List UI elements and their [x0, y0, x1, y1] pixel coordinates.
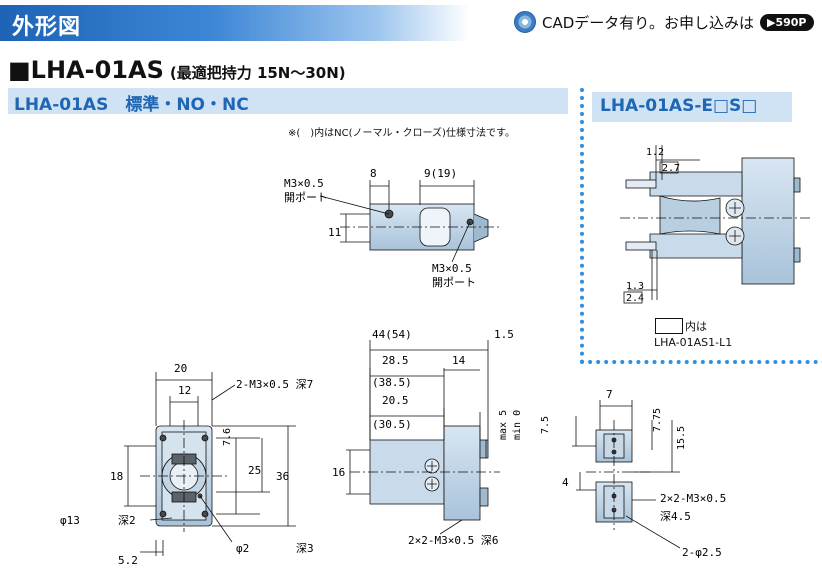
side-tap-callout: 2×2-M3×0.5 深6 — [408, 534, 498, 547]
standard-title-bar — [8, 88, 568, 114]
top-dim-8: 8 — [370, 167, 377, 180]
end-dim-7-5: 7.5 — [540, 416, 551, 434]
side-stroke-max: max 5 — [498, 410, 509, 440]
side-dim-16: 16 — [332, 466, 345, 479]
front-dim-12: 12 — [178, 384, 191, 397]
end-dim-15-5: 15.5 — [676, 426, 687, 450]
opt-dim-2-7: 2.7 — [662, 163, 680, 174]
top-view — [319, 180, 500, 263]
grip-force: (最適把持力 15N〜30N) — [169, 64, 346, 82]
legend-model: LHA-01AS1-L1 — [654, 336, 733, 349]
opt-dim-1-2: 1.2 — [646, 147, 664, 158]
side-stroke-min: min 0 — [512, 410, 523, 440]
standard-title: LHA-01AS 標準・NO・NC — [14, 95, 249, 115]
port2-label: 開ポート — [432, 276, 476, 289]
side-dim-20-5: 20.5 — [382, 394, 409, 407]
section-title: 外形図 — [12, 15, 82, 40]
side-dim-14: 14 — [452, 354, 466, 367]
end-tap-depth: 深4.5 — [660, 510, 691, 523]
side-view — [346, 340, 500, 535]
end-dim-7-75: 7.75 — [652, 408, 663, 432]
model-title: ■LHA-01AS (最適把持力 15N〜30N) — [8, 56, 346, 84]
option-title: LHA-01AS-E□S□ — [600, 96, 758, 116]
cad-availability[interactable]: CADデータ有り。お申し込みは ▶590P — [514, 10, 814, 34]
front-dim-25: 25 — [248, 464, 261, 477]
top-dim-9-19: 9(19) — [424, 167, 457, 180]
end-view — [572, 400, 681, 549]
option-view — [620, 145, 810, 304]
side-dim-28-5: 28.5 — [382, 354, 409, 367]
front-dim-20: 20 — [174, 362, 187, 375]
page-ref: 590P — [775, 15, 807, 29]
port1-label: 開ポート — [284, 191, 328, 204]
end-dim-7: 7 — [606, 388, 613, 401]
port1-size: M3×0.5 — [284, 177, 324, 190]
end-dim-4: 4 — [562, 476, 569, 489]
option-title-bar — [592, 92, 792, 122]
top-dim-11: 11 — [328, 226, 341, 239]
option-panel-border — [580, 88, 822, 364]
front-pin: φ2 — [236, 542, 249, 555]
end-pin-callout: 2-φ2.5 — [682, 546, 722, 559]
front-bore-depth: 深2 — [118, 514, 136, 527]
legend-box — [655, 318, 683, 334]
nc-note: ※( )内はNC(ノーマル・クローズ)仕様寸法です。 — [288, 128, 515, 139]
cd-icon — [514, 11, 536, 33]
side-dim-1-5: 1.5 — [494, 328, 514, 341]
front-view — [124, 372, 296, 556]
front-pin-depth: 深3 — [296, 542, 314, 555]
front-dim-5-2: 5.2 — [118, 554, 138, 567]
side-dim-38-5: (38.5) — [372, 376, 412, 389]
front-dim-36: 36 — [276, 470, 289, 483]
front-dim-7-6: 7.6 — [222, 428, 233, 446]
section-header-bar — [0, 5, 470, 41]
opt-dim-1-3: 1.3 — [626, 281, 644, 292]
model-name: ■LHA-01AS — [8, 56, 164, 84]
opt-dim-2-4: 2.4 — [626, 293, 644, 304]
front-dim-18: 18 — [110, 470, 123, 483]
front-tap-callout: 2-M3×0.5 深7 — [236, 378, 313, 391]
port2-size: M3×0.5 — [432, 262, 472, 275]
cad-text: CADデータ有り。お申し込みは — [542, 13, 754, 32]
front-bore: φ13 — [60, 514, 80, 527]
side-dim-30-5: (30.5) — [372, 418, 412, 431]
page-ref-badge[interactable]: ▶590P — [760, 13, 814, 31]
legend-suffix: 内は — [685, 320, 707, 333]
side-dim-44-54: 44(54) — [372, 328, 412, 341]
end-tap-callout: 2×2-M3×0.5 — [660, 492, 726, 505]
